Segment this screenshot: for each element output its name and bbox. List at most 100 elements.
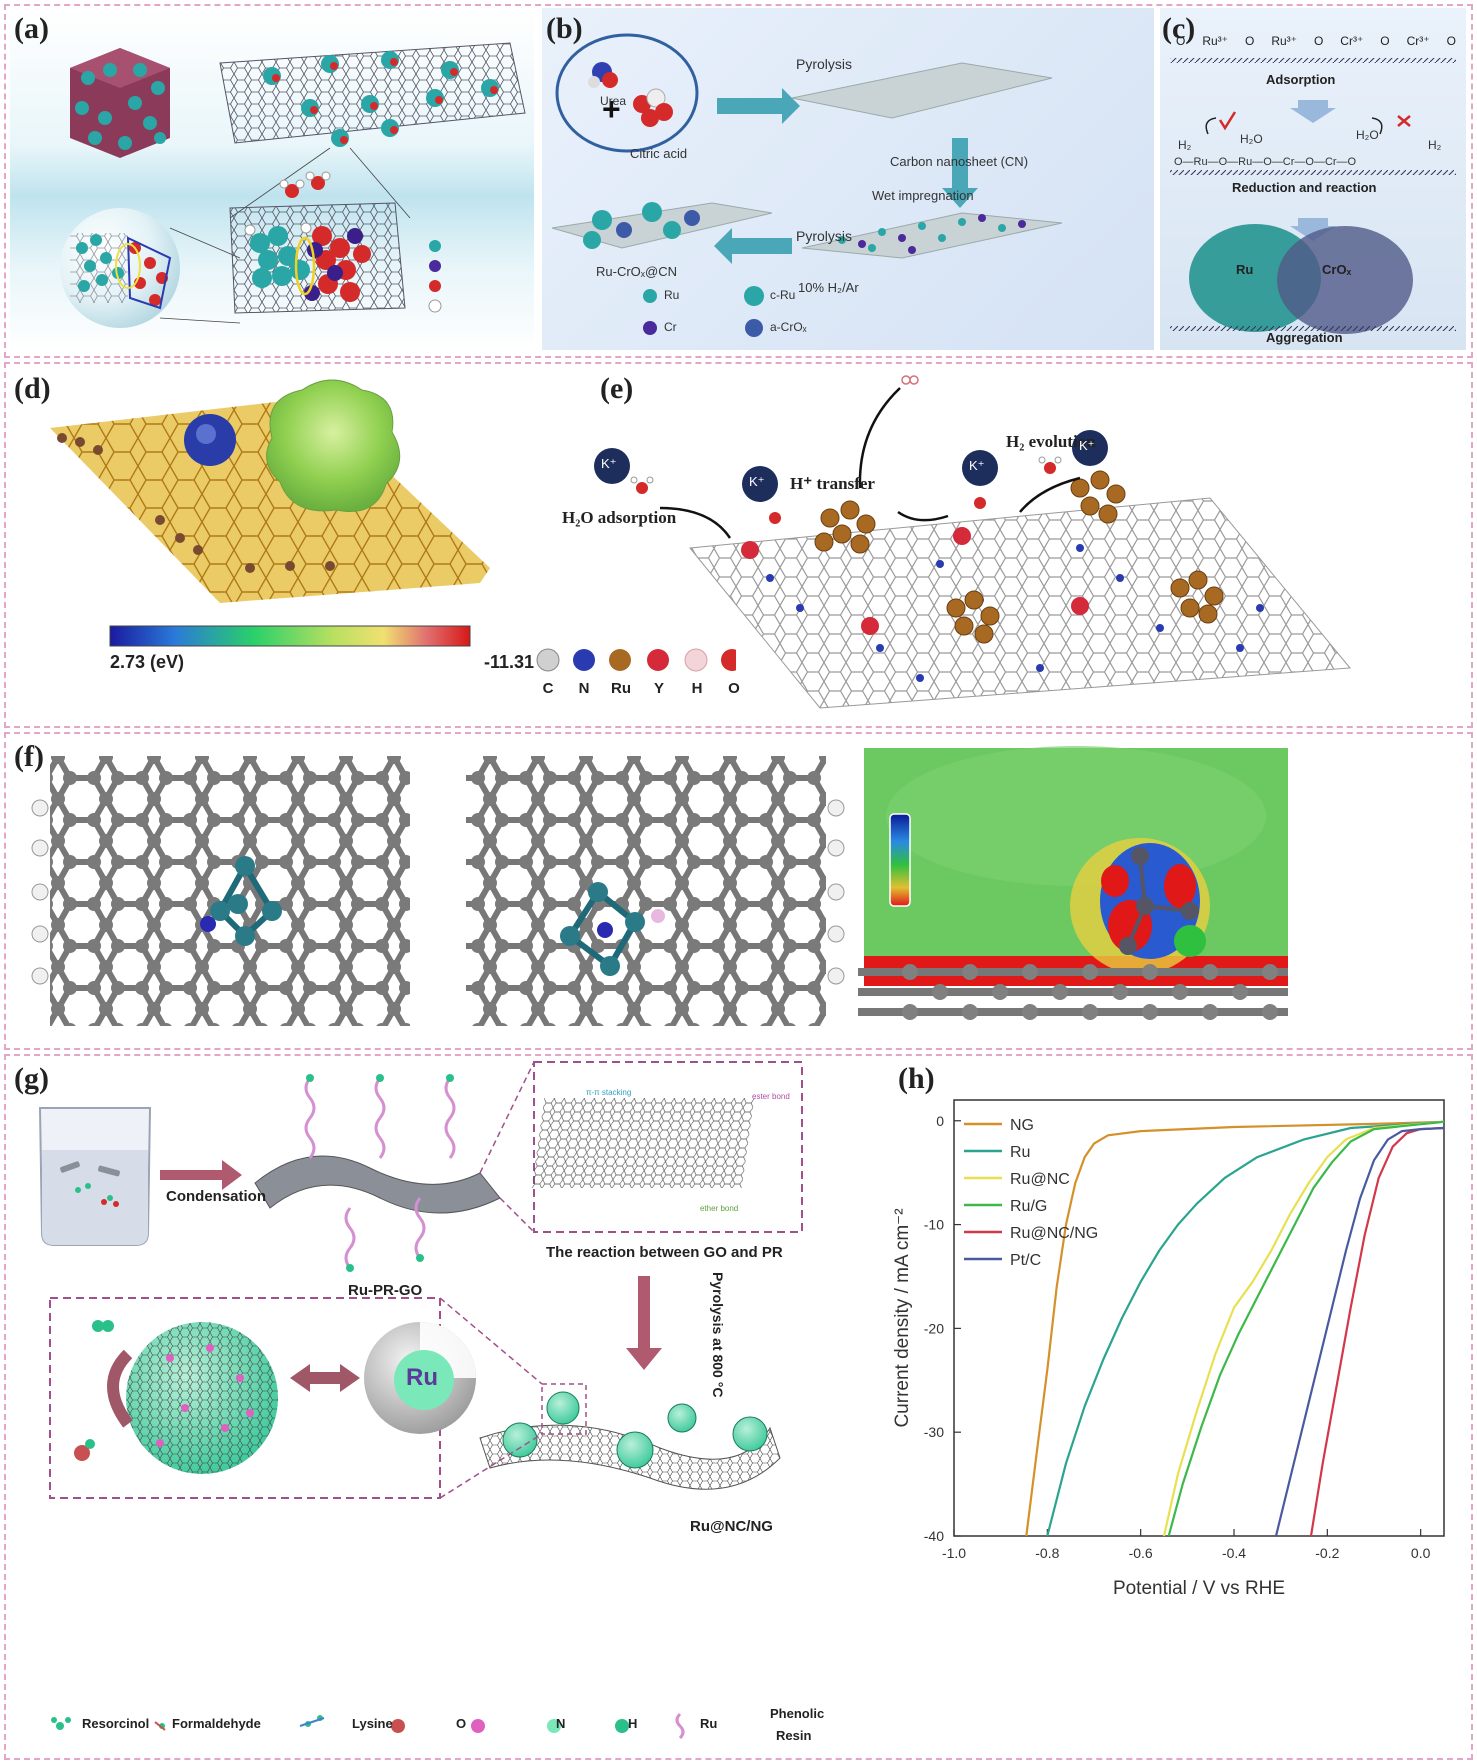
plot-frame: [953, 1099, 1445, 1537]
sphere-zoom-box: [49, 1297, 441, 1499]
c-ion-4: O: [1313, 34, 1324, 48]
panel-label-h: (h): [898, 1062, 935, 1095]
e-legend-c: C: [542, 680, 554, 697]
y-tick-label: -10: [924, 1217, 944, 1233]
graphene-lattice-2: [466, 756, 826, 1026]
e-legend-y: Y: [653, 680, 664, 697]
b-h2ar-label: 10% H₂/Ar: [798, 280, 859, 295]
arrow-h2-evolution: [858, 387, 901, 489]
x-tick-label: -0.6: [1129, 1545, 1153, 1561]
x-tick-label: 0.0: [1411, 1545, 1431, 1561]
panel-f-frame: [4, 732, 1473, 1050]
g-ru-pr-go: Ru-PR-GO: [348, 1282, 423, 1299]
panel-label-d: (d): [14, 372, 51, 405]
legend-acrox-dot: [745, 319, 763, 337]
g-ester-bond: ester bond: [752, 1092, 790, 1101]
c-ion-1: Ru³⁺: [1202, 34, 1228, 48]
legend-cru-dot: [744, 286, 764, 306]
g-legend-ru: Ru: [700, 1716, 718, 1731]
c-ion-5: Cr³⁺: [1340, 34, 1364, 48]
series-line-ng: [1025, 1120, 1445, 1537]
series-line-pt-c: [1274, 1126, 1445, 1537]
arrow-return: [1019, 476, 1081, 513]
cluster-surface: [266, 379, 401, 512]
e-legend-ru: Ru: [611, 680, 631, 697]
urea-molecule: [588, 62, 618, 88]
y-axis-label: Current density / mA cm⁻²: [892, 1208, 913, 1427]
arrow-h-transfer: [897, 510, 949, 522]
substrate-3: [1170, 326, 1456, 331]
g-legend-o: O: [456, 1716, 467, 1731]
arrow-down-1: [1290, 100, 1336, 123]
c-ion-6: O: [1380, 34, 1390, 48]
panel-label-f: (f): [14, 740, 44, 773]
panel-label-b: (b): [546, 12, 583, 45]
c-top-ions: O Ru³⁺ O Ru³⁺ O Cr³⁺ O Cr³⁺ O: [1176, 34, 1456, 48]
e-h2o-adsorption: H₂O adsorption: [562, 508, 677, 527]
arrow-wet-impregnation: [942, 138, 978, 208]
panel-g-h-frame: [4, 1054, 1473, 1760]
c-ion-8: O: [1446, 34, 1456, 48]
x-tick-label: -1.0: [942, 1545, 966, 1561]
legend-label: Ru/G: [1010, 1198, 1047, 1215]
y-tick-label: -40: [924, 1528, 944, 1544]
e-h2-evolution: H₂ evolution: [1006, 432, 1096, 451]
impregnated-sheet: [801, 212, 1063, 259]
panel-g-illustration: [38, 1061, 803, 1740]
go-pr-structure: [531, 1098, 755, 1188]
panel-label-a: (a): [14, 12, 49, 45]
c-reduction-label: Reduction and reaction: [1232, 180, 1377, 195]
panel-e-illustration: [536, 375, 1351, 709]
c-ion-2: O: [1244, 34, 1255, 48]
b-legend-ru: Ru: [664, 288, 680, 302]
b-legend-cru: c-Ru: [770, 288, 796, 302]
sphere-cluster: [70, 233, 172, 310]
y-tick-label: 0: [936, 1113, 944, 1129]
panel-label-c: (c): [1162, 12, 1196, 45]
g-legend-resorcinol: Resorcinol: [82, 1716, 150, 1731]
resin-chains: [304, 1077, 456, 1269]
precursor-ring: [555, 33, 699, 153]
c-h2o-left: H₂O: [1240, 132, 1263, 146]
ru-crox-cluster: [70, 48, 170, 158]
b-citric-acid-label: Citric acid: [630, 146, 688, 161]
ru-cluster-f1: [200, 856, 282, 946]
b-legend-cr: Cr: [664, 320, 677, 334]
g-product: Ru@NC/NG: [690, 1518, 773, 1535]
g-legend-n: N: [556, 1716, 566, 1731]
e-legend-o: O: [728, 680, 740, 697]
arrow-adsorption: [659, 506, 732, 539]
e-k-1: K⁺: [601, 456, 617, 471]
arrow-condensation: [160, 1160, 242, 1190]
panel-a: [10, 8, 534, 350]
g-ether-bond: ether bond: [700, 1204, 739, 1213]
panel-a-c-frame: [4, 4, 1473, 358]
c-ion-0: O: [1176, 34, 1186, 48]
c-h2-left: H₂: [1178, 138, 1192, 152]
x-tick-label: -0.4: [1222, 1545, 1246, 1561]
legend-label: Ru@NC: [1010, 1171, 1070, 1188]
g-reaction: The reaction between GO and PR: [546, 1244, 783, 1261]
e-h-transfer: H⁺ transfer: [790, 474, 875, 493]
substrate-1: [1170, 58, 1456, 63]
interface-cluster: [244, 222, 371, 302]
legend-ru-dot: [643, 289, 657, 303]
panel-b-illustration: +: [551, 33, 1063, 337]
nc-spheres: [502, 1391, 768, 1469]
e-k-3: K⁺: [969, 458, 985, 473]
c-h2o-right: H₂O: [1356, 128, 1379, 142]
dispersed-particles: [263, 51, 499, 147]
g-legend-formaldehyde: Formaldehyde: [172, 1716, 261, 1731]
c-ru-label: Ru: [1236, 262, 1254, 277]
b-cn-label: Carbon nanosheet (CN): [890, 154, 1029, 169]
b-wet-label: Wet impregnation: [872, 188, 974, 203]
colorbar: [109, 625, 471, 647]
atom-legend: [428, 240, 442, 313]
water-molecules: [279, 171, 331, 198]
e-legend-h: H: [691, 680, 703, 697]
carbon-nanosheet: [791, 62, 1053, 119]
series-line-ru-nc: [1162, 1120, 1445, 1537]
legend-cr-dot: [643, 321, 657, 335]
substrate-2: [1170, 170, 1456, 175]
panel-f-illustration: [31, 746, 1288, 1026]
